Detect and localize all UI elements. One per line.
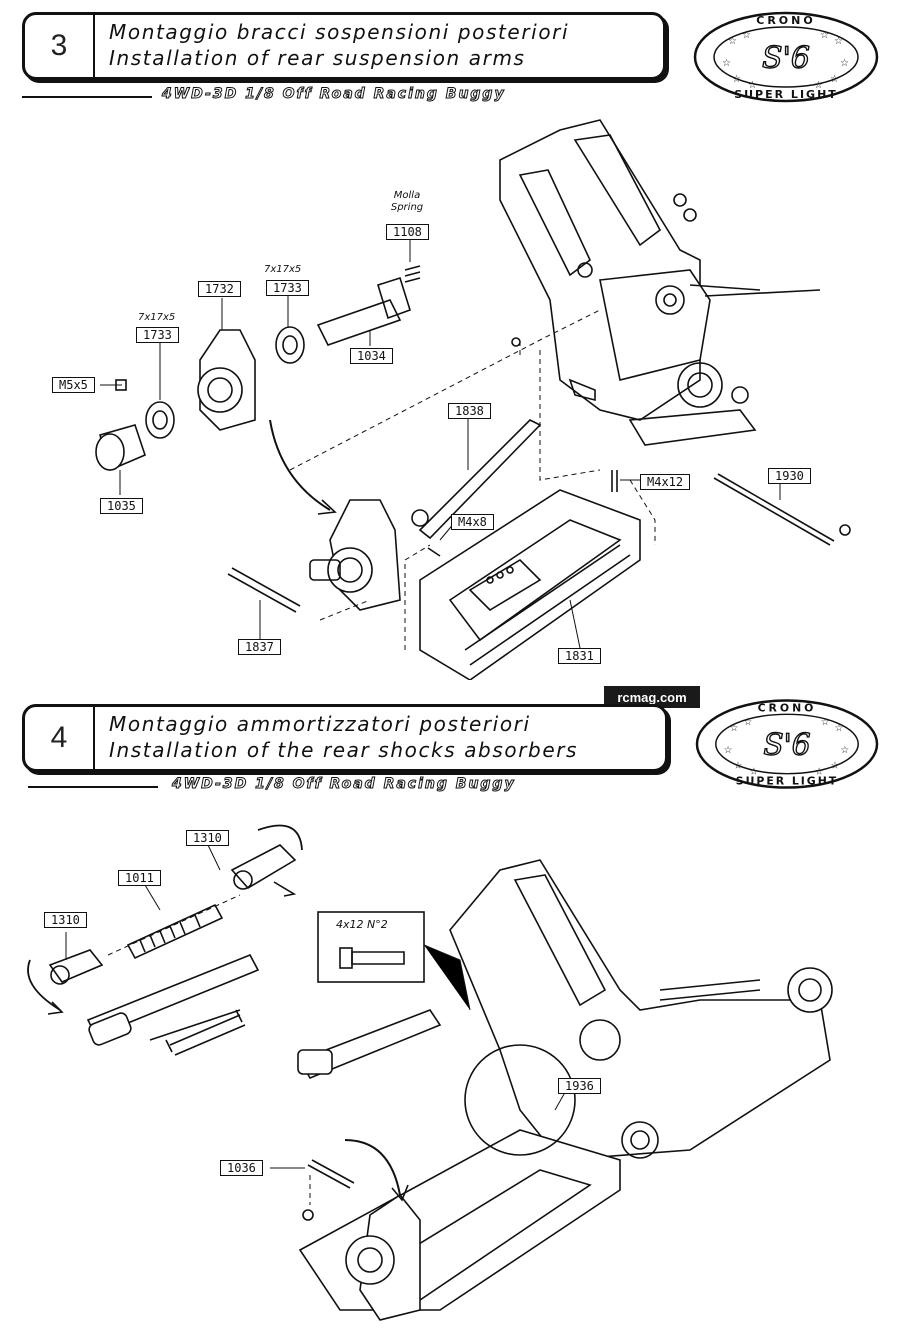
part-1831-label: 1831 bbox=[558, 648, 601, 664]
part-1035-label: 1035 bbox=[100, 498, 143, 514]
part-1837-label: 1837 bbox=[238, 639, 281, 655]
part-1930-label: 1930 bbox=[768, 468, 811, 484]
svg-text:☆: ☆ bbox=[831, 761, 840, 772]
svg-text:☆: ☆ bbox=[821, 717, 830, 728]
logo-bottom-text: SUPER LIGHT bbox=[736, 775, 838, 788]
logo-top-text: CRONO bbox=[756, 14, 815, 27]
step-3-exploded-diagram bbox=[95, 119, 851, 680]
svg-text:☆: ☆ bbox=[724, 745, 733, 756]
part-m4x8-label: M4x8 bbox=[451, 514, 494, 530]
svg-text:☆: ☆ bbox=[820, 30, 829, 41]
spring-note: Molla Spring bbox=[384, 190, 430, 214]
svg-text:☆: ☆ bbox=[748, 80, 757, 91]
svg-text:☆: ☆ bbox=[840, 745, 849, 756]
logo-top-text: CRONO bbox=[758, 701, 817, 714]
logo-center-text: S'6 bbox=[762, 41, 810, 76]
svg-text:☆: ☆ bbox=[749, 767, 758, 778]
part-1011-label: 1011 bbox=[118, 870, 161, 886]
step-3-subtitle: 4WD-3D 1/8 Off Road Racing Buggy bbox=[162, 86, 506, 103]
screw-spec: 4x12 N°2 bbox=[336, 918, 388, 931]
step-3-rule bbox=[22, 96, 152, 98]
step-4-subtitle-row: 4WD-3D 1/8 Off Road Racing Buggy bbox=[28, 776, 668, 796]
logo-bottom-text: SUPER LIGHT bbox=[734, 88, 838, 101]
svg-text:☆: ☆ bbox=[742, 30, 751, 41]
part-1733-left-label: 1733 bbox=[136, 327, 179, 343]
svg-text:☆: ☆ bbox=[728, 36, 737, 47]
part-1838-label: 1838 bbox=[448, 403, 491, 419]
svg-text:☆: ☆ bbox=[840, 58, 849, 69]
step-4-titles: Montaggio ammortizzatori posteriori Inst… bbox=[109, 711, 655, 763]
logo-stars: ☆☆☆☆ ☆☆☆☆ ☆☆ bbox=[722, 30, 849, 91]
step-4-header: 4 Montaggio ammortizzatori posteriori In… bbox=[22, 704, 668, 772]
svg-text:☆: ☆ bbox=[734, 761, 743, 772]
bearing-spec-top: 7x17x5 bbox=[264, 264, 302, 275]
step-4-title-english: Installation of the rear shocks absorber… bbox=[109, 738, 579, 762]
part-1036-label: 1036 bbox=[220, 1160, 263, 1176]
part-1310-top-label: 1310 bbox=[186, 830, 229, 846]
step-4-title-italian: Montaggio ammortizzatori posteriori bbox=[109, 712, 531, 736]
spring-label-it: Molla bbox=[393, 190, 421, 201]
svg-text:☆: ☆ bbox=[732, 74, 741, 85]
crono-logo-top: CRONO S'6 SUPER LIGHT ☆☆☆☆ ☆☆☆☆ ☆☆ bbox=[692, 10, 880, 104]
step-4-number: 4 bbox=[25, 707, 95, 769]
crono-logo-graphic: CRONO S'6 SUPER LIGHT ☆☆☆☆ ☆☆☆☆ ☆☆ bbox=[693, 11, 879, 103]
step-3-title-english: Installation of rear suspension arms bbox=[109, 46, 526, 70]
svg-text:☆: ☆ bbox=[722, 58, 731, 69]
step-4-rule bbox=[28, 786, 158, 788]
crono-logo-bottom: CRONO S'6 SUPER LIGHT ☆☆☆☆ ☆☆☆☆ ☆☆ bbox=[694, 696, 880, 792]
logo-stars: ☆☆☆☆ ☆☆☆☆ ☆☆ bbox=[724, 717, 850, 777]
spring-label-en: Spring bbox=[390, 202, 424, 213]
part-1310-left-label: 1310 bbox=[44, 912, 87, 928]
bearing-spec-left: 7x17x5 bbox=[138, 312, 176, 323]
svg-text:☆: ☆ bbox=[743, 717, 752, 728]
svg-text:☆: ☆ bbox=[730, 723, 739, 734]
part-1034-label: 1034 bbox=[350, 348, 393, 364]
step-4-exploded-diagram bbox=[27, 824, 833, 1321]
step-4-subtitle: 4WD-3D 1/8 Off Road Racing Buggy bbox=[172, 776, 516, 793]
step-3-header: 3 Montaggio bracci sospensioni posterior… bbox=[22, 12, 666, 80]
part-m5x5-label: M5x5 bbox=[52, 377, 95, 393]
svg-text:☆: ☆ bbox=[834, 723, 843, 734]
part-m4x12-label: M4x12 bbox=[640, 474, 691, 490]
part-1733-top-label: 1733 bbox=[266, 280, 309, 296]
step-3-title-italian: Montaggio bracci sospensioni posteriori bbox=[109, 20, 570, 44]
svg-text:☆: ☆ bbox=[830, 74, 839, 85]
step-3-number: 3 bbox=[25, 15, 95, 77]
crono-logo-graphic-bottom: CRONO S'6 SUPER LIGHT ☆☆☆☆ ☆☆☆☆ ☆☆ bbox=[695, 699, 879, 789]
svg-text:☆: ☆ bbox=[814, 80, 823, 91]
step-3-titles: Montaggio bracci sospensioni posteriori … bbox=[109, 19, 653, 71]
rcmag-watermark: rcmag.com bbox=[604, 686, 700, 708]
part-1732-label: 1732 bbox=[198, 281, 241, 297]
logo-center-text: S'6 bbox=[763, 727, 810, 762]
part-1108-label: 1108 bbox=[386, 224, 429, 240]
step-3-subtitle-row: 4WD-3D 1/8 Off Road Racing Buggy bbox=[22, 86, 662, 106]
part-1936-label: 1936 bbox=[558, 1078, 601, 1094]
svg-text:☆: ☆ bbox=[815, 767, 824, 778]
svg-text:☆: ☆ bbox=[834, 36, 843, 47]
